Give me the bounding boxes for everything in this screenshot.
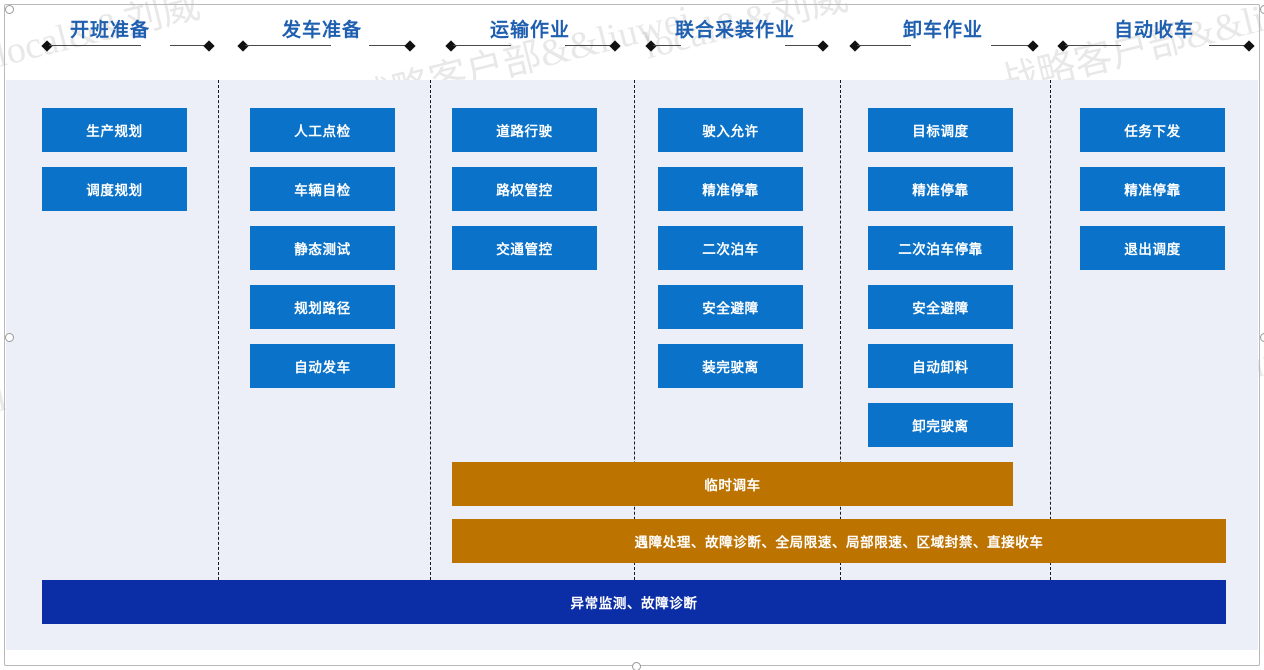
phase-title: 发车准备	[281, 20, 362, 41]
task-box[interactable]: 人工点检	[250, 108, 395, 152]
connector-line	[991, 45, 1033, 47]
connector-line	[565, 45, 615, 47]
phase-column-5: 目标调度 精准停靠 二次泊车停靠 安全避障 自动卸料 卸完驶离	[868, 108, 1013, 462]
task-box[interactable]: 目标调度	[868, 108, 1013, 152]
connector-diamond-icon	[1027, 40, 1039, 52]
phase-column-3: 道路行驶 路权管控 交通管控	[452, 108, 597, 285]
phase-title: 自动收车	[1113, 20, 1194, 41]
task-box[interactable]: 自动发车	[250, 344, 395, 388]
task-box[interactable]: 车辆自检	[250, 167, 395, 211]
task-box[interactable]: 精准停靠	[1080, 167, 1225, 211]
resize-handle-top-right[interactable]	[1260, 5, 1264, 14]
connector-diamond-icon	[817, 40, 829, 52]
task-box[interactable]: 任务下发	[1080, 108, 1225, 152]
phase-connector	[5, 40, 215, 52]
phase-header-item: 自动收车	[1049, 5, 1259, 77]
phase-header-item: 卸车作业	[839, 5, 1047, 77]
phase-title: 开班准备	[69, 20, 150, 41]
task-box[interactable]: 精准停靠	[658, 167, 803, 211]
task-box[interactable]: 装完驶离	[658, 344, 803, 388]
task-box[interactable]: 二次泊车	[658, 226, 803, 270]
connector-diamond-icon	[404, 40, 416, 52]
phase-column-1: 生产规划 调度规划	[42, 108, 187, 226]
column-divider	[218, 80, 219, 580]
phase-connector	[839, 40, 1047, 52]
task-box[interactable]: 静态测试	[250, 226, 395, 270]
resize-handle-middle-right[interactable]	[1260, 333, 1264, 342]
task-box[interactable]: 自动卸料	[868, 344, 1013, 388]
connector-line	[1065, 45, 1121, 47]
connector-line	[785, 45, 823, 47]
column-divider	[1050, 80, 1051, 580]
task-box[interactable]: 交通管控	[452, 226, 597, 270]
task-box[interactable]: 调度规划	[42, 167, 187, 211]
task-box[interactable]: 卸完驶离	[868, 403, 1013, 447]
connector-line	[369, 45, 411, 47]
task-box[interactable]: 规划路径	[250, 285, 395, 329]
task-box[interactable]: 生产规划	[42, 108, 187, 152]
connector-line	[1209, 45, 1249, 47]
connector-line	[857, 45, 911, 47]
exception-handling-bar[interactable]: 遇障处理、故障诊断、全局限速、局部限速、区域封禁、直接收车	[452, 519, 1226, 563]
monitoring-bar[interactable]: 异常监测、故障诊断	[42, 580, 1226, 624]
phase-title: 运输作业	[489, 20, 570, 41]
column-divider	[430, 80, 431, 580]
task-box[interactable]: 安全避障	[868, 285, 1013, 329]
task-box[interactable]: 路权管控	[452, 167, 597, 211]
connector-line	[170, 45, 210, 47]
phase-header-item: 开班准备	[5, 5, 215, 77]
connector-line	[49, 45, 141, 47]
connector-line	[245, 45, 331, 47]
connector-diamond-icon	[203, 40, 215, 52]
phase-title: 联合采装作业	[674, 20, 795, 41]
task-box[interactable]: 精准停靠	[868, 167, 1013, 211]
temp-dispatch-bar[interactable]: 临时调车	[452, 462, 1013, 506]
process-panel: 生产规划 调度规划 人工点检 车辆自检 静态测试 规划路径 自动发车 道路行驶 …	[6, 80, 1258, 650]
phase-connector	[633, 40, 837, 52]
phase-connector	[429, 40, 631, 52]
column-divider	[634, 80, 635, 580]
connector-line	[453, 45, 511, 47]
connector-diamond-icon	[1243, 40, 1255, 52]
phase-connector	[217, 40, 427, 52]
phase-column-4: 驶入允许 精准停靠 二次泊车 安全避障 装完驶离	[658, 108, 803, 403]
connector-line	[653, 45, 681, 47]
task-box[interactable]: 安全避障	[658, 285, 803, 329]
resize-handle-bottom-center[interactable]	[632, 662, 641, 670]
phase-header-item: 运输作业	[429, 5, 631, 77]
phase-column-6: 任务下发 精准停靠 退出调度	[1080, 108, 1225, 285]
phase-title: 卸车作业	[902, 20, 983, 41]
task-box[interactable]: 二次泊车停靠	[868, 226, 1013, 270]
phase-column-2: 人工点检 车辆自检 静态测试 规划路径 自动发车	[250, 108, 395, 403]
task-box[interactable]: 道路行驶	[452, 108, 597, 152]
phase-header-item: 发车准备	[217, 5, 427, 77]
column-divider	[840, 80, 841, 580]
task-box[interactable]: 驶入允许	[658, 108, 803, 152]
phase-header: 开班准备 发车准备 运输作业	[5, 5, 1259, 77]
phase-connector	[1049, 40, 1259, 52]
connector-diamond-icon	[609, 40, 621, 52]
phase-header-item: 联合采装作业	[633, 5, 837, 77]
task-box[interactable]: 退出调度	[1080, 226, 1225, 270]
